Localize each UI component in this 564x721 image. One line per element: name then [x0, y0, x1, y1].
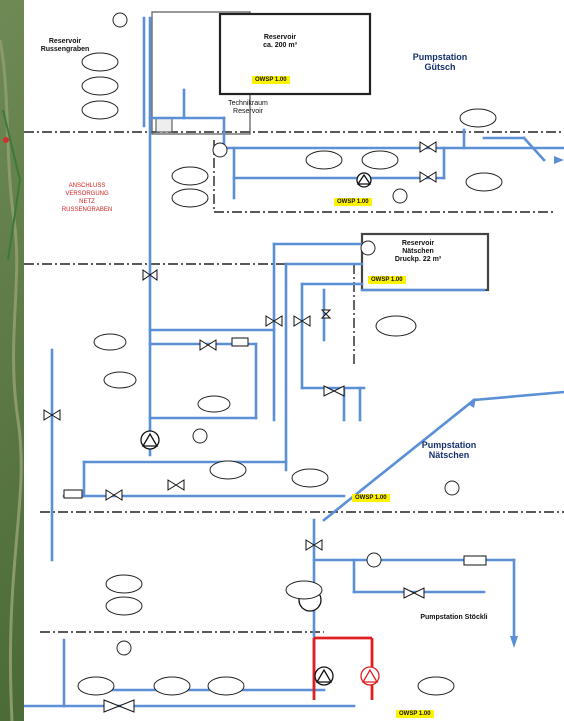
label-reservoir-tank: Reservoir ca. 200 m³ — [263, 34, 297, 49]
label-reservoir-top: Reservoir Russengraben — [40, 38, 90, 53]
level-tag: OWSP 1.00 — [252, 76, 290, 84]
level-tag: OWSP 1.00 — [352, 494, 390, 502]
instrument-bubbles — [77, 52, 503, 696]
level-tag: OWSP 1.00 — [396, 710, 434, 718]
label-network-note: ANSCHLUSS VERSORGUNG NETZ RUSSENGRABEN — [61, 183, 113, 213]
label-station-naetschen: Pumpstation Nätschen — [421, 440, 477, 460]
pid-sheet — [24, 0, 564, 721]
label-station-gutsch: Pumpstation Gütsch — [412, 52, 468, 72]
level-tag: OWSP 1.00 — [334, 198, 372, 206]
flow-arrows — [468, 156, 564, 648]
level-tag: OWSP 1.00 — [368, 276, 406, 284]
reservoir-tank-top — [218, 12, 372, 96]
blue-pipes — [24, 16, 564, 708]
label-reservoir-mid: Reservoir Nätschen Druckp. 22 m³ — [394, 240, 442, 263]
instruments — [112, 12, 460, 656]
valves — [43, 141, 437, 713]
label-station-bottom: Pumpstation Stöckli — [420, 614, 488, 621]
filters — [63, 337, 487, 566]
label-valve-chamber: Technikraum Reservoir — [228, 100, 268, 115]
